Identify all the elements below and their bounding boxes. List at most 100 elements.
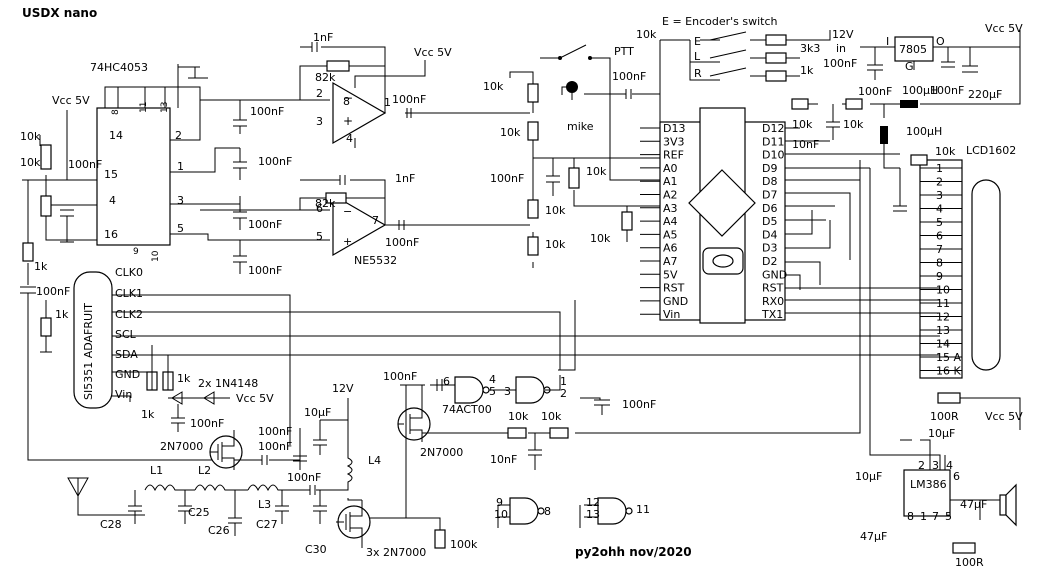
regulator-7805: 7805 I G O 12V in 100nF 100nF 220µF Vcc … (823, 22, 1023, 101)
c-label: 47µF (860, 530, 887, 543)
nano-pin-left: Vin (663, 308, 680, 321)
c-label: C27 (256, 518, 278, 531)
r-label: 10k (483, 80, 504, 93)
nano-pin-right: D7 (762, 189, 777, 202)
nano-pin-right: GND (762, 268, 787, 281)
nano-pin-left: A1 (663, 175, 678, 188)
mux-pin: 2 (175, 129, 182, 142)
lm386-pin: 2 (918, 459, 925, 472)
l-label: L3 (258, 498, 271, 511)
nano-pin-right: TX1 (761, 308, 783, 321)
lm386-audio-amp: LM386 2 3 4 6 8 1 7 5 10µF 10µF 47µF 47µ… (855, 168, 1023, 569)
r-label: 100R (955, 556, 984, 569)
r-label: 10k (545, 238, 566, 251)
nano-pin-left: A7 (663, 255, 678, 268)
c-label: 100nF (287, 471, 321, 484)
c-label: C26 (208, 524, 230, 537)
clamp-diodes: 2x 1N4148 Vcc 5V 1k 1k 100nF (141, 371, 274, 432)
l-label: L4 (368, 454, 381, 467)
nand-pin: 12 (586, 496, 600, 509)
opamp-2: + − 6 5 7 NE5532 1nF 82k 100nF (200, 172, 530, 267)
mosfet-label: 3x 2N7000 (366, 546, 426, 559)
c-label: 100nF (392, 93, 426, 106)
encoder-pin-l: L (694, 50, 701, 63)
nano-pin-right: RST (762, 282, 784, 295)
regulator-pin: G (905, 60, 914, 73)
mux-pin: 16 (104, 228, 118, 241)
lm386-pin: 7 (932, 510, 939, 523)
opamp-label: NE5532 (354, 254, 397, 267)
ptt-label: PTT (614, 45, 634, 58)
r-label: 1k (800, 64, 814, 77)
r-label: 10k (508, 410, 529, 423)
mux-pin: 9 (133, 247, 139, 257)
lm386-pin: 3 (932, 459, 939, 472)
nano-pin-right: D5 (762, 215, 777, 228)
encoder-note: E = Encoder's switch (662, 15, 778, 28)
mike-label: mike (567, 120, 594, 133)
mux-output-caps: 100nF 100nF 100nF 100nF (170, 100, 292, 277)
c-label: 100nF (258, 425, 292, 438)
opamp-pin: 3 (316, 115, 323, 128)
r-label: 82k (315, 71, 336, 84)
mosfet-switch: 2N7000 100nF 100nF (160, 425, 301, 470)
opamp-pin: + (343, 235, 352, 248)
c-label: 100nF (385, 236, 419, 249)
c-label: 100nF (250, 105, 284, 118)
c-label: 100nF (612, 70, 646, 83)
si5351-pin: CLK0 (115, 266, 143, 279)
nano-pin-left: A2 (663, 189, 678, 202)
c-label: 220µF (968, 88, 1002, 101)
si5351-label: SI5351 ADAFRUIT (82, 303, 95, 400)
nand-pin: 10 (494, 508, 508, 521)
c-label: 10nF (490, 453, 517, 466)
nano-pin-right: D8 (762, 175, 777, 188)
opamp-pin: 2 (316, 87, 323, 100)
lm386-pin: 5 (945, 510, 952, 523)
mux-pin: 15 (104, 168, 118, 181)
c-label: 100nF (858, 85, 892, 98)
lm386-pin: 8 (907, 510, 914, 523)
nand-pin: 1 (560, 375, 567, 388)
c-label: 100nF (622, 398, 656, 411)
nano-pin-left: GND (663, 295, 688, 308)
nand-pin: 13 (586, 508, 600, 521)
c-label: 100nF (248, 264, 282, 277)
nand-pin: 4 (489, 373, 496, 386)
r-label: 10k (20, 130, 41, 143)
si5351-pin: Vin (115, 388, 132, 401)
c-label: C28 (100, 518, 122, 531)
r-label: 1k (55, 308, 69, 321)
svg-text:−: − (343, 91, 353, 105)
r-label: 1k (141, 408, 155, 421)
si5351-pin: CLK1 (115, 287, 143, 300)
mux-74hc4053: 74HC4053 14 8 11 13 2 1 15 4 3 16 5 9 10 (90, 61, 208, 262)
nano-pin-right: D4 (762, 228, 777, 241)
mux-pin: 14 (109, 129, 123, 142)
r-label: 10k (20, 156, 41, 169)
si5351-pin: CLK2 (115, 308, 143, 321)
nand-pin: 6 (443, 375, 450, 388)
c-label: 100nF (258, 155, 292, 168)
nand-pin: 9 (496, 496, 503, 509)
nano-pin-left: 3V3 (663, 135, 685, 148)
c-label: 10nF (792, 138, 819, 151)
nano-pin-left: A3 (663, 202, 678, 215)
c-label: 100nF (383, 370, 417, 383)
encoder-pin-r: R (694, 67, 702, 80)
c-label: 10µF (855, 470, 882, 483)
nand-pin: 3 (504, 385, 511, 398)
c-label: 100nF (258, 440, 292, 453)
c-label: 100nF (190, 417, 224, 430)
r-label: 82k (315, 197, 336, 210)
mux-bias-network: Vcc 5V 10k 10k 100nF 1k 100nF 1k (20, 94, 230, 461)
c-label: 100nF (68, 158, 102, 171)
r-label: 1k (177, 372, 191, 385)
l-label: 100µH (902, 84, 938, 97)
nano-pin-left: A6 (663, 242, 678, 255)
bus-wiring (112, 140, 940, 445)
nand-74act00: 6 4 5 3 1 2 74ACT00 9 10 8 12 13 11 100n… (383, 300, 656, 528)
svg-text:+: + (343, 114, 353, 128)
